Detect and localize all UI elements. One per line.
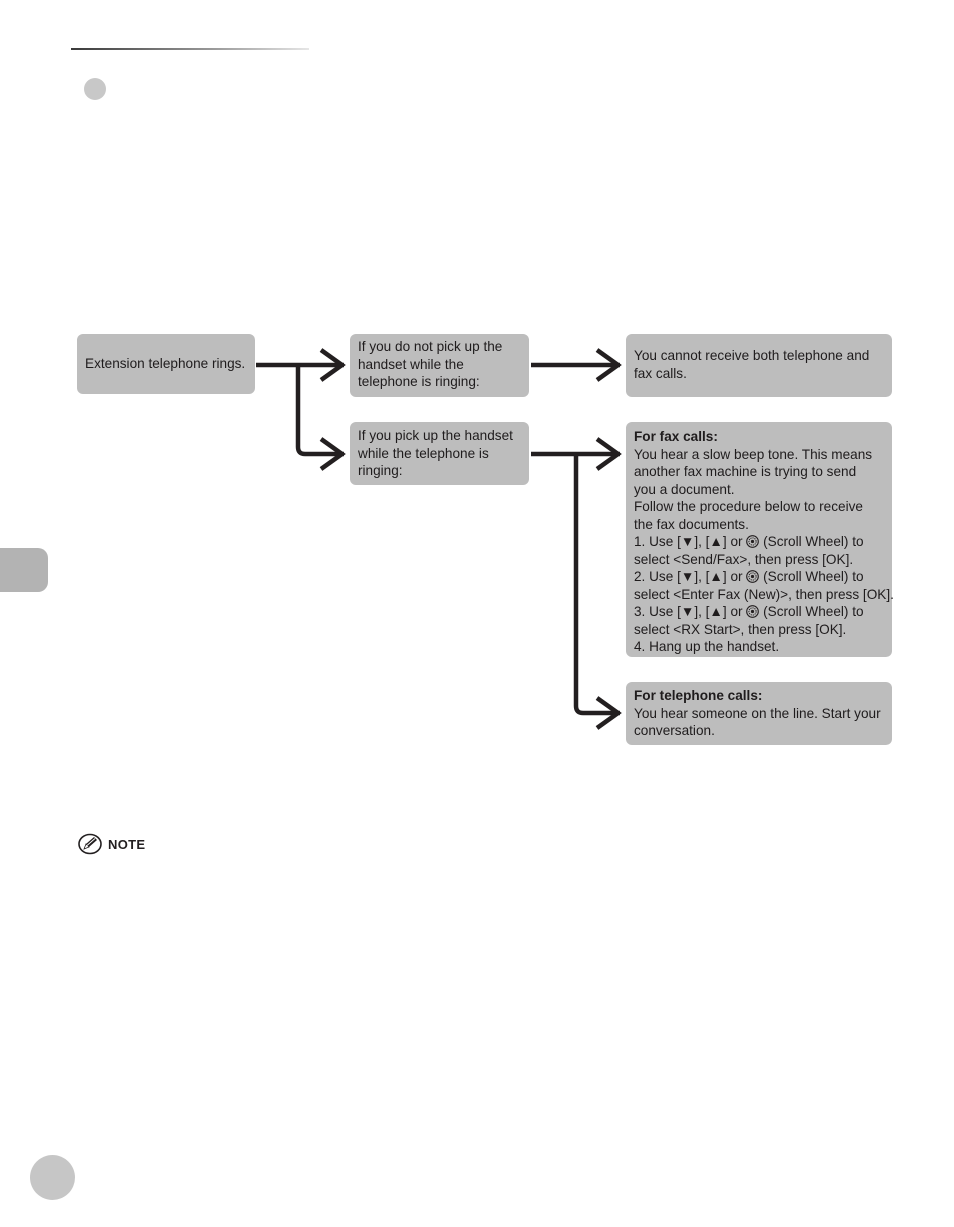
arrowhead-cannot xyxy=(595,348,622,382)
arrowhead-fax xyxy=(595,437,622,471)
flow-box-fax-calls: For fax calls: You hear a slow beep tone… xyxy=(626,422,894,657)
down-arrow-key-icon: ▼ xyxy=(680,569,695,584)
step-text: ], [ xyxy=(694,534,710,549)
fax-line: another fax machine is trying to send xyxy=(634,464,857,479)
cannot-receive-line: You cannot receive both telephone and xyxy=(634,348,870,363)
telephone-line: You hear someone on the line. Start your xyxy=(634,705,881,721)
scroll-wheel-icon xyxy=(746,570,760,583)
step-text: ], [ xyxy=(694,569,710,584)
start-text: Extension telephone rings. xyxy=(85,356,246,372)
step-text: 1. Use [ xyxy=(634,534,681,549)
arrowhead-no-pickup xyxy=(319,348,346,382)
down-arrow-key-icon: ▼ xyxy=(680,534,695,549)
arrow-start-to-pickup xyxy=(295,365,344,457)
step-text: ] or xyxy=(722,569,747,584)
fax-heading: For fax calls: xyxy=(634,429,718,444)
step-text: 3. Use [ xyxy=(634,604,681,619)
fax-step-3: 3. Use [▼], [▲] or (Scroll Wheel) to xyxy=(634,603,884,621)
flow-box-pickup: If you pick up the handset while the tel… xyxy=(350,422,529,485)
flow-box-cannot-receive: You cannot receive both telephone and fa… xyxy=(626,334,892,397)
pencil-note-icon xyxy=(78,833,102,855)
pickup-line: If you pick up the handset xyxy=(358,428,513,443)
chapter-tab xyxy=(0,548,48,592)
no-pickup-line: telephone is ringing: xyxy=(358,374,480,389)
arrowhead-telephone xyxy=(595,696,622,730)
note-label: NOTE xyxy=(108,836,146,852)
page-number-marker xyxy=(30,1155,75,1200)
down-arrow-key-icon: ▼ xyxy=(680,604,695,619)
fax-line: you a document. xyxy=(634,481,735,497)
step-text: (Scroll Wheel) to xyxy=(763,534,864,549)
note-heading: NOTE xyxy=(78,833,145,855)
fax-line: the fax documents. xyxy=(634,516,749,532)
flow-box-no-pickup: If you do not pick up the handset while … xyxy=(350,334,529,397)
scroll-wheel-icon xyxy=(746,535,760,548)
step-text: ] or xyxy=(722,604,747,619)
step-text: (Scroll Wheel) to xyxy=(763,569,864,584)
step-marker xyxy=(84,78,106,100)
fax-step-1-line-2: select <Send/Fax>, then press [OK]. xyxy=(634,551,854,567)
no-pickup-line: handset while the xyxy=(358,356,464,372)
no-pickup-line: If you do not pick up the xyxy=(358,339,503,354)
cannot-receive-line: fax calls. xyxy=(634,365,687,381)
fax-step-1: 1. Use [▼], [▲] or (Scroll Wheel) to xyxy=(634,533,884,551)
pickup-line: ringing: xyxy=(358,463,403,478)
up-arrow-key-icon: ▲ xyxy=(709,534,723,549)
up-arrow-key-icon: ▲ xyxy=(709,569,723,584)
up-arrow-key-icon: ▲ xyxy=(709,604,723,619)
fax-step-2-line-2: select <Enter Fax (New)>, then press [OK… xyxy=(634,586,894,602)
flow-box-telephone-calls: For telephone calls: You hear someone on… xyxy=(626,682,892,745)
fax-line: You hear a slow beep tone. This means xyxy=(634,446,873,462)
flow-box-start: Extension telephone rings. xyxy=(77,334,255,394)
pickup-line: while the telephone is xyxy=(358,445,489,461)
telephone-heading: For telephone calls: xyxy=(634,688,763,703)
step-text: ] or xyxy=(722,534,747,549)
arrow-pickup-to-telephone xyxy=(573,454,620,716)
header-rule xyxy=(71,48,309,50)
arrowhead-pickup xyxy=(319,437,346,471)
step-text: ], [ xyxy=(694,604,710,619)
fax-step-2: 2. Use [▼], [▲] or (Scroll Wheel) to xyxy=(634,568,884,586)
fax-step-4: 4. Hang up the handset. xyxy=(634,639,780,654)
fax-line: Follow the procedure below to receive xyxy=(634,499,863,514)
telephone-line: conversation. xyxy=(634,723,715,738)
fax-step-3-line-2: select <RX Start>, then press [OK]. xyxy=(634,621,847,637)
scroll-wheel-icon xyxy=(746,605,760,618)
step-text: (Scroll Wheel) to xyxy=(763,604,864,619)
step-text: 2. Use [ xyxy=(634,569,681,584)
